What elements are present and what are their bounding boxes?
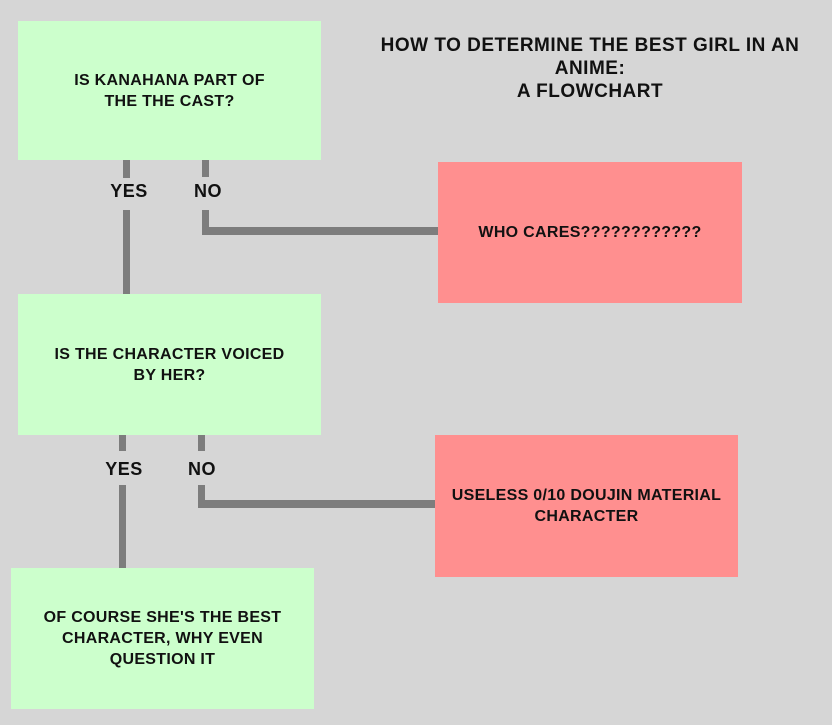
edge-label-q2-no: NO bbox=[188, 459, 216, 479]
edge-q1-no-vertical-line bbox=[202, 210, 209, 235]
edge-q1-no-stub bbox=[202, 160, 209, 177]
node-question-kanahana-in-cast: IS KANAHANA PART OF THE THE CAST? bbox=[18, 21, 321, 160]
flowchart-title: HOW TO DETERMINE THE BEST GIRL IN AN ANI… bbox=[380, 35, 800, 102]
node-question-voiced-by-her: IS THE CHARACTER VOICED BY HER? bbox=[18, 294, 321, 435]
edge-q2-yes-stub bbox=[119, 435, 126, 451]
node-result-best-character: OF COURSE SHE'S THE BEST CHARACTER, WHY … bbox=[11, 568, 314, 709]
edge-q1-no-horizontal-line bbox=[202, 227, 438, 235]
node-result-who-cares: WHO CARES???????????? bbox=[438, 162, 742, 303]
edge-q1-yes-stub bbox=[123, 160, 130, 178]
edge-q2-no-vertical-line bbox=[198, 485, 205, 508]
edge-label-q1-yes: YES bbox=[110, 181, 148, 201]
edge-q2-yes-line bbox=[119, 485, 126, 568]
edge-q2-no-stub bbox=[198, 435, 205, 451]
edge-q2-no-horizontal-line bbox=[198, 500, 435, 508]
edge-q1-yes-line bbox=[123, 210, 130, 294]
node-result-useless-character: USELESS 0/10 DOUJIN MATERIAL CHARACTER bbox=[435, 435, 738, 577]
edge-label-q1-no: NO bbox=[194, 181, 222, 201]
edge-label-q2-yes: YES bbox=[105, 459, 143, 479]
